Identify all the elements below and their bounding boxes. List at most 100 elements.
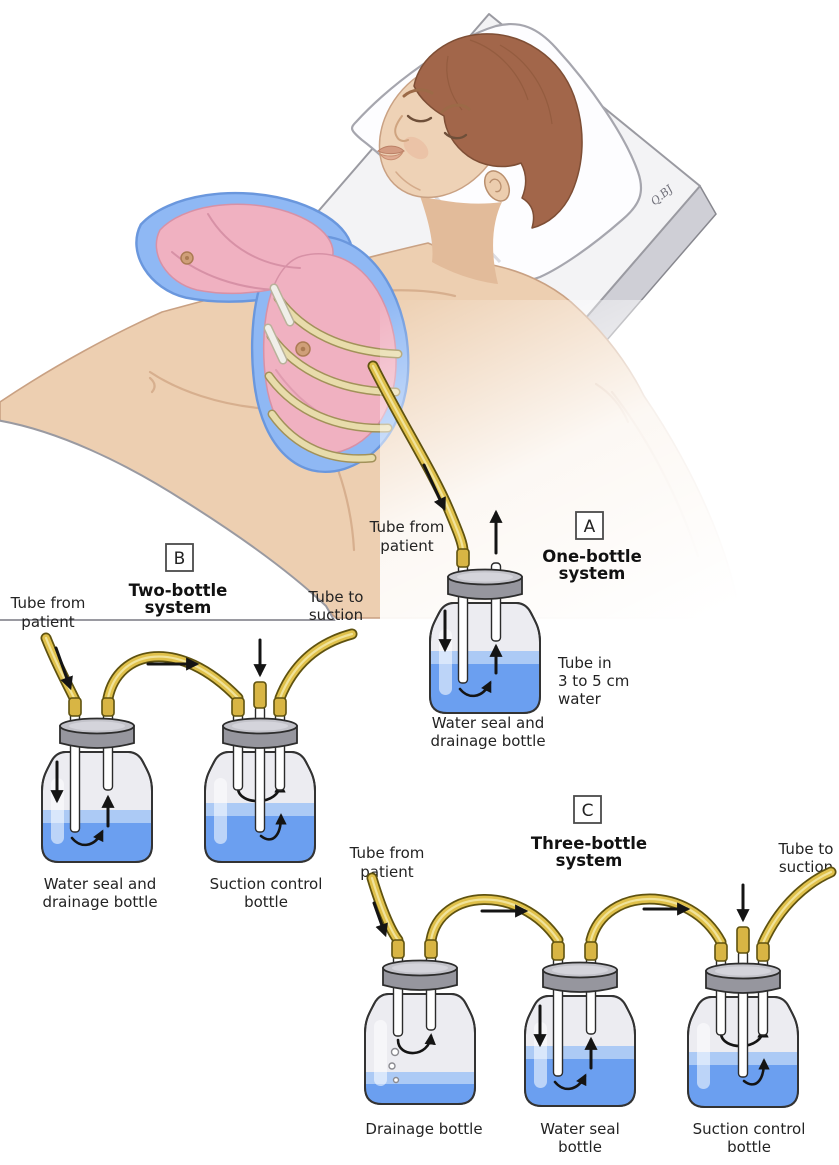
bottle-cap bbox=[382, 959, 458, 991]
nipple bbox=[300, 346, 306, 352]
air-bubble bbox=[388, 1062, 396, 1070]
tube-to-suction-label: Tube to bbox=[778, 840, 834, 858]
tubing-bridge-c1 bbox=[425, 894, 564, 946]
chest-cutaway bbox=[135, 191, 410, 474]
eyebrow-right bbox=[402, 88, 434, 98]
bottle-cap bbox=[447, 568, 523, 600]
bottle-suction-control-c bbox=[687, 883, 799, 1108]
tubing-to-suction-c bbox=[757, 866, 837, 949]
hair-strand bbox=[499, 44, 553, 125]
bottle-water bbox=[365, 1072, 475, 1104]
hair-strand bbox=[469, 39, 529, 101]
eyebrow-left bbox=[440, 103, 471, 114]
navel bbox=[148, 376, 156, 394]
tubing-connector bbox=[424, 939, 438, 959]
nose bbox=[394, 115, 409, 142]
three-bottle-system: C Three-bottle system Tube from patient … bbox=[349, 795, 837, 1156]
tube-from-patient-label: patient bbox=[380, 537, 433, 555]
glass-shine bbox=[697, 1023, 710, 1089]
system-title: One-bottle bbox=[542, 547, 642, 566]
abdomen-contour bbox=[148, 370, 260, 410]
system-title: system bbox=[145, 598, 212, 617]
patient-illustration: Q.BJ bbox=[0, 13, 839, 621]
tubing-connector bbox=[756, 942, 770, 962]
marker-box-b bbox=[165, 543, 194, 572]
glass-shine bbox=[374, 1020, 387, 1086]
bottle-cap bbox=[222, 717, 298, 749]
tubing-bridge-c2 bbox=[585, 893, 727, 948]
bottle-label: Drainage bottle bbox=[365, 1120, 482, 1138]
bottle-label: Suction control bbox=[210, 875, 323, 893]
tube-from-patient-label: Tube from bbox=[369, 518, 445, 536]
bottle-cap bbox=[705, 962, 781, 994]
ear bbox=[483, 170, 511, 202]
tube-to-suction-label: Tube to bbox=[308, 588, 364, 606]
water-depth-note: water bbox=[558, 690, 602, 708]
bottle-suction-control-b bbox=[204, 638, 316, 863]
bottle-cap bbox=[59, 717, 135, 749]
bottle-label: Water seal and bbox=[44, 875, 157, 893]
tubing-connector bbox=[273, 697, 287, 717]
chin-line bbox=[395, 171, 421, 191]
flow-arrow-curve bbox=[553, 1073, 587, 1091]
water-depth-note: 3 to 5 cm bbox=[558, 672, 629, 690]
flow-arrow-curve bbox=[742, 1058, 770, 1086]
air-vent-stub bbox=[253, 681, 267, 709]
two-bottle-system: B Two-bottle system Tube from patient Tu… bbox=[10, 543, 364, 911]
one-bottle-system: A One-bottle system Tube from patient Tu… bbox=[369, 509, 642, 750]
tubing-connector bbox=[551, 941, 565, 961]
tubing-connector bbox=[68, 697, 82, 717]
flow-arrow-curve bbox=[396, 1033, 436, 1055]
bottle-label: bottle bbox=[727, 1138, 771, 1156]
tube-from-patient-label: patient bbox=[21, 613, 74, 631]
blanket bbox=[0, 419, 336, 621]
system-title: Three-bottle bbox=[531, 834, 647, 853]
tubing-connector bbox=[456, 548, 470, 568]
bottle-label: drainage bottle bbox=[430, 732, 545, 750]
patient-head bbox=[377, 33, 583, 229]
closed-eye-left bbox=[443, 131, 468, 140]
marker-box-c bbox=[573, 795, 602, 824]
lung-fissure bbox=[207, 213, 301, 269]
neck-shading bbox=[420, 196, 502, 284]
flow-arrow-down bbox=[54, 646, 73, 691]
tubing-connector bbox=[231, 697, 245, 717]
tubing-connector bbox=[391, 939, 405, 959]
chest-tube bbox=[367, 360, 469, 557]
system-title: system bbox=[556, 851, 623, 870]
tubing-connector bbox=[714, 942, 728, 962]
bottle-label: bottle bbox=[558, 1138, 602, 1156]
bottle-label: drainage bottle bbox=[42, 893, 157, 911]
tubing-from-patient-c bbox=[366, 872, 404, 946]
marker-box-a bbox=[575, 511, 604, 540]
lower-lip bbox=[378, 151, 404, 161]
closed-eye-right bbox=[406, 114, 433, 123]
air-vent-stub bbox=[736, 926, 750, 954]
tubing-connector bbox=[101, 697, 115, 717]
nipple bbox=[185, 256, 189, 260]
flow-arrow-curve bbox=[458, 680, 492, 698]
bottle-cap bbox=[542, 961, 618, 993]
tubing-to-suction-b bbox=[274, 628, 358, 704]
bottle-label: bottle bbox=[244, 893, 288, 911]
bottle-label: Water seal bbox=[540, 1120, 620, 1138]
bottle-water-seal-c bbox=[524, 941, 636, 1107]
marker-letter-a: A bbox=[584, 517, 596, 537]
marker-letter-c: C bbox=[582, 801, 594, 821]
tube-to-suction-label: suction bbox=[309, 606, 363, 624]
bottle-water-seal-drainage-a bbox=[429, 509, 541, 714]
air-bubble bbox=[392, 1076, 400, 1084]
bottle-water-seal-drainage-b bbox=[41, 697, 153, 863]
flow-arrow-down bbox=[422, 463, 446, 511]
tubing-connector bbox=[584, 941, 598, 961]
system-title: system bbox=[559, 564, 626, 583]
marker-letter-b: B bbox=[174, 549, 186, 569]
illustration-fade bbox=[380, 300, 839, 620]
air-bubble bbox=[390, 1047, 400, 1057]
tubing-bridge-b bbox=[102, 651, 244, 704]
upper-lip bbox=[377, 145, 405, 155]
flow-arrow-curve bbox=[259, 813, 287, 841]
bottle-label: Suction control bbox=[693, 1120, 806, 1138]
cheek-blush bbox=[403, 136, 429, 160]
